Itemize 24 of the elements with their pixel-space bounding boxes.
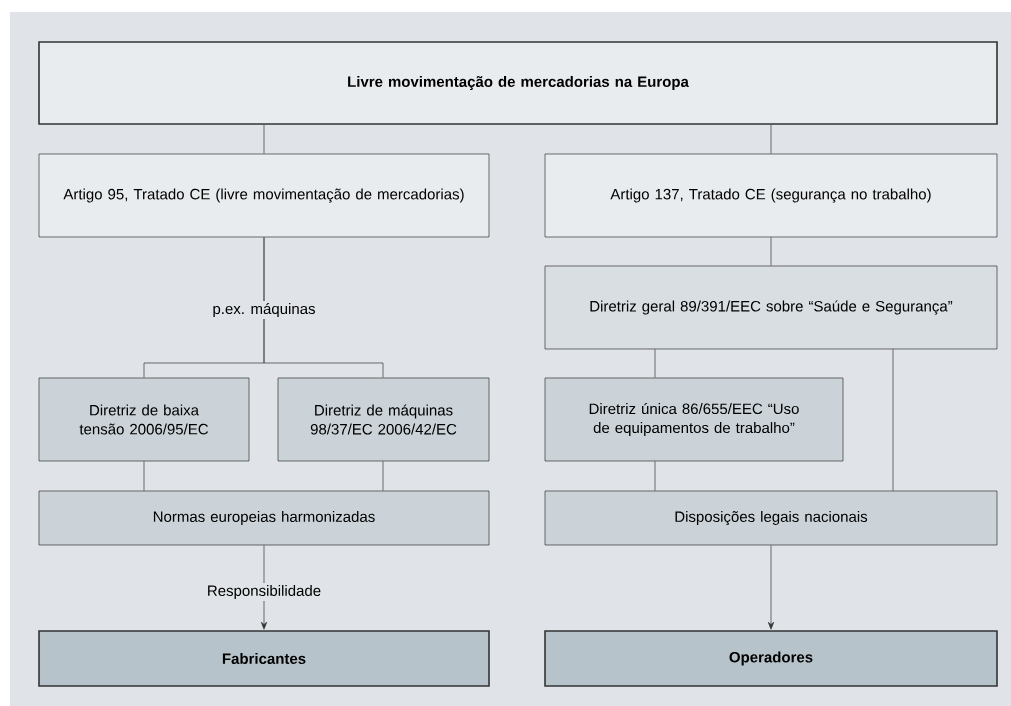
arrow	[767, 545, 775, 630]
text-box: Diretriz de máquinas 98/37/EC 2006/42/EC	[277, 377, 490, 462]
text-box: Artigo 137, Tratado CE (segurança no trabalho)	[544, 153, 998, 238]
result-box: Operadores	[544, 630, 998, 687]
connector-line	[263, 237, 384, 378]
text-box: Disposições legais nacionais	[544, 490, 998, 546]
text-box: Diretriz de baixa tensão 2006/95/EC	[38, 377, 250, 462]
connector-line	[382, 461, 384, 491]
connector-line	[143, 461, 145, 491]
connector-line	[263, 124, 265, 154]
edge-label: p.ex. máquinas	[213, 302, 315, 318]
connector-line	[770, 237, 772, 266]
connector-line	[892, 349, 894, 491]
connector-line	[654, 349, 656, 378]
text-box: Normas europeias harmonizadas	[38, 490, 490, 546]
result-box: Fabricantes	[38, 630, 490, 687]
edge-label: Responsibilidade	[208, 585, 321, 599]
title-box: Livre movimentação de mercadorias na Europa	[38, 41, 998, 125]
text-box: Diretriz única 86/655/EEC “Uso de equipamentos de trabalho”	[544, 377, 844, 462]
text-box: Diretriz geral 89/391/EEC sobre “Saúde e Segurança”	[544, 265, 998, 350]
arrow	[260, 545, 268, 630]
text-box: Artigo 95, Tratado CE (livre movimentação de mercadorias)	[38, 153, 490, 238]
connector-line	[770, 124, 772, 154]
connector-line	[654, 461, 656, 491]
